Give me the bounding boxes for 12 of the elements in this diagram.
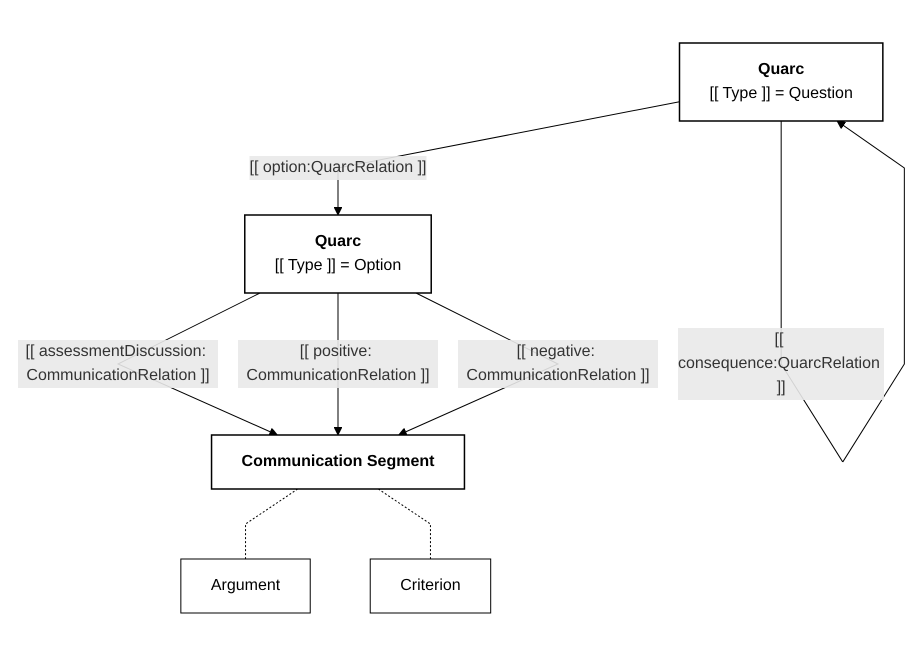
edge-label: [[ consequence:QuarcRelation ]] xyxy=(678,330,880,396)
edge-label: [[ negative: CommunicationRelation ]] xyxy=(466,342,650,384)
node-box: Criterion xyxy=(370,558,492,613)
edge-label: [[ option:QuarcRelation ]] xyxy=(249,158,426,176)
edge-label: [[ positive: CommunicationRelation ]] xyxy=(246,342,430,384)
node-box: Quarc [[ Type ]] = Question xyxy=(678,42,884,122)
edge-label: [[ assessmentDiscussion: CommunicationRelation ]] xyxy=(25,342,210,384)
node-box: Communication Segment xyxy=(210,434,466,490)
node-box: Quarc [[ Type ]] = Option xyxy=(244,214,432,294)
connector xyxy=(378,488,431,559)
connector xyxy=(244,488,298,559)
node-box: Argument xyxy=(180,558,311,613)
